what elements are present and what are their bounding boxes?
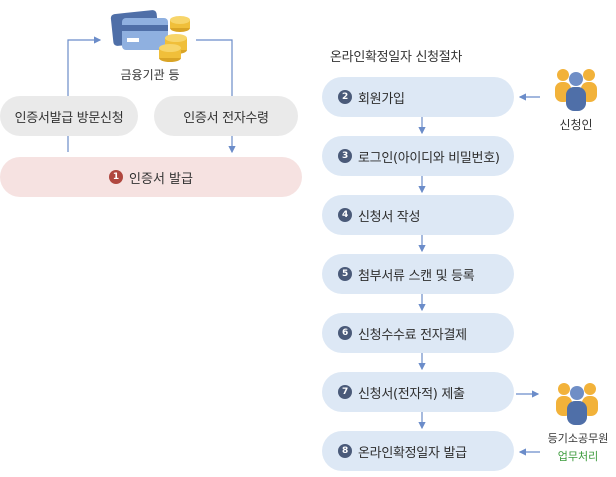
step-label-4: 신청서 작성 [358, 209, 421, 225]
applicant-label: 신청인 [559, 118, 593, 132]
step-number-5: 5 [338, 267, 352, 281]
step-issue: 8 온라인확정일자 발급 [322, 431, 514, 471]
officer-label: 등기소공무원 [547, 432, 609, 445]
step-number-7: 7 [338, 385, 352, 399]
step-attachments: 5 첨부서류 스캔 및 등록 [322, 254, 514, 294]
procedure-title: 온라인확정일자 신청절차 [330, 50, 463, 65]
step-label-8: 온라인확정일자 발급 [358, 445, 467, 461]
officer-people-icon [553, 380, 601, 426]
officer-sub-label: 업무처리 [557, 450, 599, 463]
step-number-6: 6 [338, 326, 352, 340]
step-number-3: 3 [338, 149, 352, 163]
institution-label: 금융기관 등 [120, 68, 180, 82]
step-label-6: 신청수수료 전자결제 [358, 327, 467, 343]
certificate-issue-box: 1 인증서 발급 [0, 157, 302, 197]
step-label-5: 첨부서류 스캔 및 등록 [358, 268, 475, 284]
step-application-form: 4 신청서 작성 [322, 195, 514, 235]
electronic-receipt-box: 인증서 전자수령 [154, 96, 298, 136]
step-label-7: 신청서(전자적) 제출 [358, 386, 465, 402]
applicant-people-icon [552, 66, 600, 112]
step-number-2: 2 [338, 90, 352, 104]
step-label-2: 회원가입 [358, 91, 405, 107]
step-label-3: 로그인(아이디와 비밀번호) [358, 150, 500, 166]
card-and-coins-icon [108, 2, 192, 64]
step-number-4: 4 [338, 208, 352, 222]
step-login: 3 로그인(아이디와 비밀번호) [322, 136, 514, 176]
step-number-8: 8 [338, 444, 352, 458]
step-submit: 7 신청서(전자적) 제출 [322, 372, 514, 412]
visit-request-box: 인증서발급 방문신청 [0, 96, 138, 136]
certificate-issue-label: 인증서 발급 [129, 171, 193, 187]
step-signup: 2 회원가입 [322, 77, 514, 117]
step-payment: 6 신청수수료 전자결제 [322, 313, 514, 353]
visit-request-label: 인증서발급 방문신청 [14, 110, 124, 126]
electronic-receipt-label: 인증서 전자수령 [183, 110, 269, 126]
step-number-1: 1 [109, 170, 124, 184]
